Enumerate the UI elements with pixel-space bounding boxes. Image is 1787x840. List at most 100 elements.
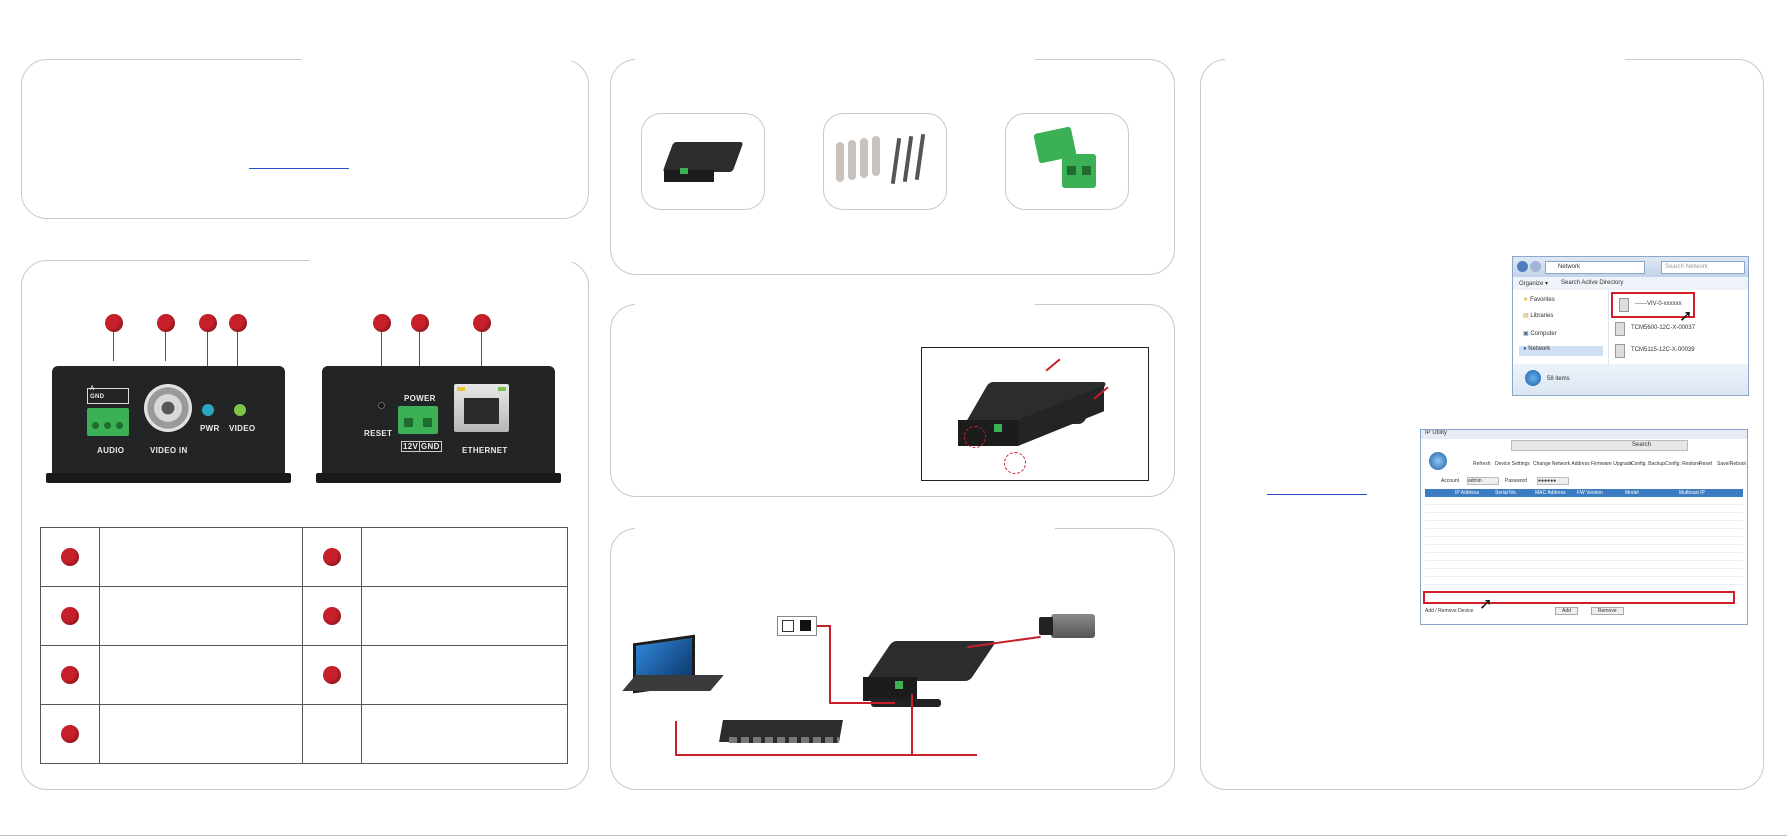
- ethernet-port-inner: [464, 398, 499, 424]
- table-cell-marker: [302, 527, 362, 587]
- explorer-content: ------VIV-0-xxxxxx ➚ TCM5600-12C-X-00037…: [1609, 290, 1748, 364]
- marker-ethernet: [473, 314, 491, 332]
- marker-line: [207, 331, 208, 393]
- tab-reset[interactable]: Reset: [1699, 461, 1713, 467]
- pwr-label: PWR: [200, 424, 220, 433]
- ethernet-led-right: [498, 387, 506, 391]
- terminal-hole: [1067, 166, 1076, 175]
- sidebar-item-network[interactable]: ● Network: [1519, 346, 1603, 356]
- screw-3: [914, 133, 926, 181]
- screw-2: [902, 135, 914, 183]
- tab-device-settings[interactable]: Device Settings: [1495, 461, 1530, 467]
- search-network-input[interactable]: Search Network: [1661, 261, 1745, 274]
- star-icon: ★: [1523, 297, 1529, 303]
- add-button[interactable]: Add: [1555, 607, 1578, 615]
- organize-menu[interactable]: Organize ▾: [1519, 281, 1549, 287]
- search-ad-button[interactable]: Search Active Directory: [1561, 280, 1624, 286]
- tab-change-network[interactable]: Change Network Address: [1533, 461, 1590, 467]
- terminal-hole: [104, 422, 111, 429]
- account-input[interactable]: admin: [1467, 477, 1499, 485]
- encoder-front-face: [863, 677, 917, 701]
- marker-line: [113, 331, 114, 361]
- switch-ports: [729, 737, 839, 743]
- marker-line: [419, 331, 420, 371]
- table-cell: [361, 527, 568, 587]
- encoder-body: [662, 142, 744, 172]
- outlet-socket: [782, 620, 794, 632]
- device-rear-foot: [316, 473, 561, 483]
- tab-config-restore[interactable]: Config. Restore: [1665, 461, 1700, 467]
- address-field[interactable]: Network: [1545, 261, 1645, 274]
- password-input[interactable]: ●●●●●●: [1537, 477, 1569, 485]
- software-panel: Network Search Network Organize ▾ Search…: [1200, 58, 1764, 790]
- page-bottom-rule: [0, 835, 1787, 836]
- tab-refresh[interactable]: Refresh: [1473, 461, 1491, 467]
- network-large-icon: [1525, 370, 1541, 386]
- table-marker: [323, 666, 341, 684]
- terminal-hole: [1082, 166, 1091, 175]
- password-label: Password: [1505, 478, 1527, 484]
- table-marker: [323, 607, 341, 625]
- sidebar-item-favorites[interactable]: ★ Favorites: [1523, 296, 1555, 303]
- network-item-highlighted[interactable]: ------VIV-0-xxxxxx: [1611, 292, 1695, 318]
- marker-line: [381, 331, 382, 391]
- computer-icon: ▣: [1523, 331, 1529, 337]
- explorer-toolbar: Organize ▾ Search Active Directory: [1513, 277, 1748, 291]
- tab-save-reboot[interactable]: Save/Reboot: [1717, 461, 1746, 467]
- utility-download-link[interactable]: [1267, 494, 1367, 495]
- cable-power-vertical: [829, 625, 831, 703]
- network-item-label: TCM5115-12C-X-00039: [1631, 347, 1695, 353]
- explorer-window: Network Search Network Organize ▾ Search…: [1512, 256, 1749, 396]
- utility-account-row: Account admin Password ●●●●●●: [1441, 477, 1743, 486]
- remove-button[interactable]: Remove: [1591, 607, 1624, 615]
- utility-search-bar: Search: [1511, 440, 1688, 451]
- forward-icon[interactable]: [1530, 261, 1541, 272]
- tab-config-backup[interactable]: Config. Backup: [1631, 461, 1665, 467]
- mounting-panel: [610, 303, 1175, 497]
- cable-laptop-vertical: [675, 721, 677, 755]
- panel-title-gap: [635, 527, 1055, 530]
- ethernet-port: [454, 384, 509, 432]
- col-multicast: Multicast IP: [1679, 490, 1705, 496]
- marker-video-in: [157, 314, 175, 332]
- table-cell: [361, 704, 568, 764]
- panel-title-gap: [635, 58, 1035, 61]
- anchor-2: [848, 140, 856, 180]
- network-icon: ●: [1523, 346, 1527, 352]
- device-overview-panel: A GND AUDIO VIDEO IN PWR VIDEO RESET POW…: [21, 259, 592, 790]
- audio-terminal-block: [87, 408, 129, 436]
- panel-title-gap: [635, 303, 1035, 306]
- table-cell: [99, 586, 303, 646]
- device-table-body: [1425, 497, 1743, 589]
- package-contents-panel: [610, 58, 1175, 275]
- utility-logo: [1429, 452, 1447, 470]
- pwr-led: [202, 404, 214, 416]
- device-front-foot: [46, 473, 291, 483]
- marker-reset: [373, 314, 391, 332]
- power-terminal-block: [398, 406, 438, 434]
- device-icon: [1619, 298, 1629, 312]
- col-model: Model: [1625, 490, 1639, 496]
- terminal-label-top: A: [90, 386, 95, 392]
- video-led: [234, 404, 246, 416]
- tab-firmware-upgrade[interactable]: Firmware Upgrade: [1591, 461, 1633, 467]
- device-front-face: A GND AUDIO VIDEO IN PWR VIDEO: [52, 366, 285, 478]
- sidebar-item-computer[interactable]: ▣ Computer: [1523, 330, 1557, 337]
- power-gnd-label: GND: [419, 441, 442, 452]
- back-icon[interactable]: [1517, 261, 1528, 272]
- outlet-plug: [800, 620, 811, 631]
- table-marker: [61, 666, 79, 684]
- terminal-block-2: [1062, 154, 1096, 188]
- table-cell: [99, 645, 303, 705]
- table-cell-marker: [40, 586, 100, 646]
- search-button[interactable]: Search: [1632, 442, 1652, 448]
- network-item-label: ------VIV-0-xxxxxx: [1635, 301, 1682, 307]
- intro-link[interactable]: [249, 168, 349, 169]
- mount-terminal: [994, 424, 1002, 432]
- table-marker: [61, 548, 79, 566]
- network-item-label: TCM5600-12C-X-00037: [1631, 325, 1696, 331]
- marker-power: [411, 314, 429, 332]
- sidebar-item-libraries[interactable]: ▤ Libraries: [1523, 312, 1553, 319]
- selected-device-row[interactable]: [1423, 591, 1735, 604]
- mount-hole-left-highlight: [964, 426, 986, 448]
